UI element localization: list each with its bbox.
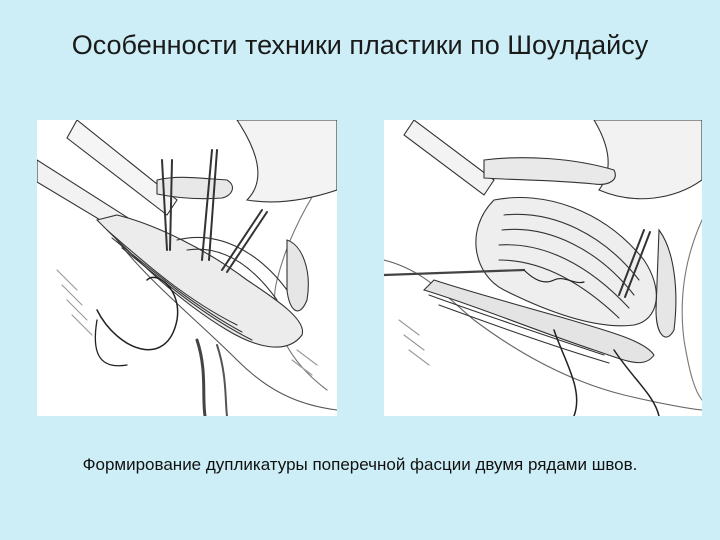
illustration-drawing-right — [384, 120, 702, 416]
surgical-illustration-left — [37, 120, 337, 416]
illustration-drawing-left — [37, 120, 337, 416]
slide-caption: Формирование дупликатуры поперечной фасц… — [82, 455, 638, 474]
surgical-illustration-right — [384, 120, 702, 416]
slide-title: Особенности техники пластики по Шоулдайс… — [71, 30, 649, 60]
